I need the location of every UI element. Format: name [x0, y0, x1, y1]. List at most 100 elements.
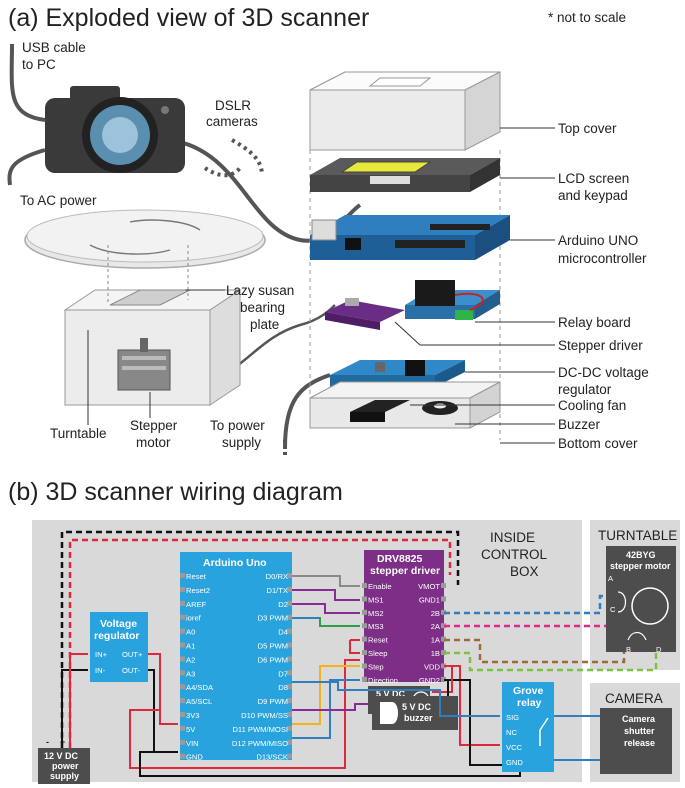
driver-left-pin-marker — [362, 583, 367, 588]
motor-title-line1: 42BYG — [626, 550, 656, 560]
arduino-left-pin-label: Reset2 — [186, 586, 210, 595]
camera-release-line1: Camera — [622, 714, 656, 724]
driver-left-pin-marker — [362, 636, 367, 642]
arduino-right-pin-marker — [287, 753, 292, 759]
buzzer-label: Buzzer — [558, 417, 601, 432]
wire-power-vmot-dashed — [68, 538, 452, 748]
driver-right-pin-marker — [441, 663, 446, 669]
arduino-left-pin-marker — [180, 684, 185, 690]
usb-label-line1: USB cable — [22, 40, 86, 55]
driver-left-pin-marker — [362, 609, 367, 615]
driver-left-pin-label: Direction — [368, 676, 398, 685]
power-supply-label-line2: supply — [222, 435, 261, 450]
arduino-right-pin-label: D10 PWM/SS — [241, 711, 288, 720]
lcd-board — [310, 158, 500, 192]
arduino-left-pin-label: Reset — [186, 572, 207, 581]
power-supply-label-line2: power — [52, 761, 79, 771]
arduino-right-pin-marker — [287, 725, 292, 731]
arduino-left-pin-label: 5V — [186, 725, 196, 734]
lazy-susan-label-line3: plate — [250, 317, 279, 332]
arduino-label-line1: Arduino UNO — [558, 233, 638, 248]
motor-pin-c: C — [610, 605, 616, 614]
arduino-right-pin-marker — [287, 600, 292, 606]
power-supply-label-line1: To power — [210, 418, 265, 433]
not-to-scale-note: * not to scale — [548, 10, 626, 25]
wire-step — [292, 665, 360, 725]
driver-left-pin-label: Enable — [368, 582, 392, 591]
relay-switch-icon — [539, 717, 549, 746]
arduino-right-pin-label: D9 PWM — [258, 697, 288, 706]
relay-title-line1: Grove — [513, 685, 544, 697]
arduino-left-pin-label: A1 — [186, 642, 195, 651]
ac-power-label: To AC power — [20, 193, 97, 208]
arduino-uno — [180, 552, 292, 760]
arduino-left-pin-marker — [180, 712, 185, 717]
regulator-pin-out-minus: OUT- — [122, 666, 141, 675]
relay-title-line2: relay — [517, 697, 542, 709]
motor-rotor-icon — [631, 587, 669, 625]
wire-supply-gnd — [61, 669, 88, 748]
motor-pin-d: D — [656, 645, 662, 654]
dslr-camera — [45, 86, 185, 173]
arduino-right-pin-label: D8 — [278, 683, 288, 692]
arduino-left-pin-marker — [180, 600, 185, 606]
wire-buzzer-signal — [292, 703, 370, 711]
driver-right-pin-marker — [441, 636, 446, 642]
arduino-right-pin-label: D7 — [278, 669, 288, 678]
driver-right-pin-label: GND2 — [419, 676, 440, 685]
arduino-right-pin-label: D12 PWM/MISO — [232, 739, 288, 748]
arduino-right-pin-label: D6 PWM — [258, 655, 288, 664]
wire-gnd2 — [444, 679, 500, 766]
driver-right-pin-marker — [441, 583, 446, 588]
arduino-left-pin-label: GND — [186, 753, 203, 762]
lcd-label-line1: LCD screen — [558, 171, 629, 186]
lazy-susan-label-line1: Lazy susan — [226, 283, 294, 298]
wire-supply-pos — [69, 653, 88, 748]
driver-pin-group: EnableMS1MS2MS3ResetSleepStepDirectionVM… — [362, 582, 446, 685]
driver-left-pin-marker — [362, 623, 367, 629]
exploded-title: (a) Exploded view of 3D scanner — [8, 4, 369, 32]
motor-pin-a: A — [608, 574, 614, 583]
driver-left-pin-marker — [362, 650, 367, 655]
turntable-label: Turntable — [50, 426, 107, 441]
arduino-right-pin-label: D4 — [278, 628, 288, 637]
buzzer-label-line1: 5 V DC — [402, 702, 432, 712]
buzzer-label-line2: buzzer — [404, 713, 433, 723]
wiring-title: (b) 3D scanner wiring diagram — [8, 478, 343, 506]
wire-relay-sig — [292, 681, 500, 717]
arduino-left-pin-label: AREF — [186, 600, 207, 609]
arduino-right-pin-marker — [287, 656, 292, 662]
lazy-susan-label-line2: bearing — [240, 300, 285, 315]
arduino-right-pin-label: D0/RX — [266, 572, 288, 581]
arduino-right-pin-marker — [287, 684, 292, 690]
driver-right-pin-marker — [441, 650, 446, 655]
arduino-left-pin-label: 3V3 — [186, 711, 200, 720]
regulator-pin-in-plus: IN+ — [95, 650, 108, 659]
driver-right-pin-marker — [441, 623, 446, 629]
arduino-right-pin-label: D13/SCK — [256, 753, 288, 762]
driver-left-pin-label: Sleep — [368, 649, 387, 658]
control-box-label-line2: CONTROL — [481, 547, 547, 562]
arduino-right-pin-label: D5 PWM — [258, 642, 288, 651]
driver-right-pin-label: 2A — [431, 622, 441, 631]
arduino-pin-group: ResetReset2AREFiorefA0A1A2A3A4/SDAA5/SCL… — [180, 572, 292, 762]
power-cable — [283, 373, 331, 449]
stepper-motor-label-line1: Stepper — [130, 418, 178, 433]
arduino-left-pin-marker — [180, 739, 185, 745]
voltage-regulator — [90, 612, 148, 682]
driver-title-line2: stepper driver — [370, 565, 440, 577]
arduino-left-pin-marker — [180, 725, 185, 731]
driver-right-pin-marker — [441, 676, 446, 682]
arduino-right-pin-marker — [287, 573, 292, 578]
arduino-left-pin-marker — [180, 573, 185, 578]
bottom-cover-label: Bottom cover — [558, 436, 638, 451]
motor-title-line2: stepper motor — [610, 561, 671, 571]
power-supply-label-line1: 12 V DC — [44, 751, 79, 761]
arduino-right-pin-marker — [287, 670, 292, 676]
camera-cable-dash-2 — [231, 138, 264, 176]
stepper-motor-box — [606, 546, 676, 652]
driver-left-pin-label: Reset — [368, 636, 389, 645]
wire-ms2 — [292, 603, 360, 614]
arduino-right-pin-label: D11 PWM/MOSI — [232, 725, 288, 734]
driver-left-pin-marker — [362, 596, 367, 602]
